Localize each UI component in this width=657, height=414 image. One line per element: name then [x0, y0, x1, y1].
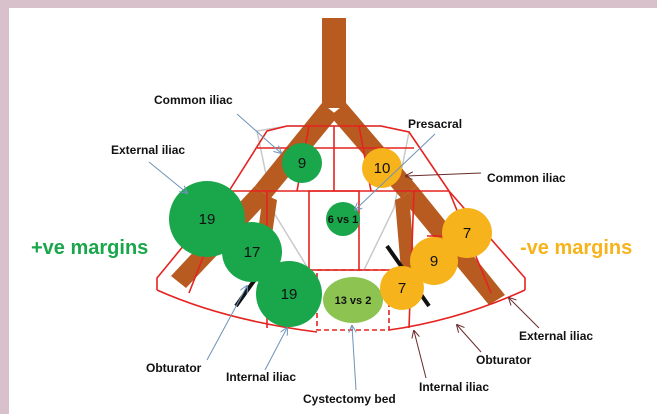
neg-external-iliac-value: 7 — [463, 225, 471, 242]
arrow-external-iliac-right — [509, 298, 539, 328]
pos-common-iliac-value: 9 — [298, 155, 306, 172]
arrow-obturator-left — [207, 286, 247, 360]
negative-margins-label: -ve margins — [520, 237, 632, 259]
pos-internal-iliac-value: 19 — [281, 286, 298, 303]
label-internal-iliac-left: Internal iliac — [226, 370, 296, 384]
positive-margins-label: +ve margins — [31, 237, 148, 259]
arrow-cystectomy-bed — [352, 326, 356, 390]
arrow-external-iliac-left — [149, 162, 187, 193]
neg-obturator-value: 9 — [430, 253, 438, 270]
arrow-common-iliac-left — [237, 114, 281, 153]
presacral-value: 6 vs 1 — [328, 214, 359, 226]
diagram-canvas: 9 19 17 19 6 vs 1 13 vs 2 10 7 9 7 +ve m… — [9, 8, 657, 414]
label-obturator-right: Obturator — [476, 353, 532, 367]
arrow-internal-iliac-right — [414, 331, 426, 378]
cystectomy-bed-value: 13 vs 2 — [335, 295, 372, 307]
pos-obturator-value: 17 — [244, 244, 261, 261]
aorta-vessel — [322, 18, 346, 108]
label-presacral: Presacral — [408, 117, 462, 131]
label-common-iliac-left: Common iliac — [154, 93, 233, 107]
arrow-obturator-right — [457, 325, 481, 352]
label-obturator-left: Obturator — [146, 361, 202, 375]
label-common-iliac-right: Common iliac — [487, 171, 566, 185]
neg-common-iliac-value: 10 — [374, 160, 391, 177]
pos-external-iliac-value: 19 — [199, 211, 216, 228]
label-external-iliac-left: External iliac — [111, 143, 185, 157]
arrow-common-iliac-right — [406, 173, 481, 176]
lymph-node-template-diagram: 9 19 17 19 6 vs 1 13 vs 2 10 7 9 7 +ve m… — [9, 8, 657, 414]
label-internal-iliac-right: Internal iliac — [419, 380, 489, 394]
neg-internal-iliac-value: 7 — [398, 280, 406, 297]
arrow-internal-iliac-left — [265, 328, 287, 370]
label-cystectomy-bed: Cystectomy bed — [303, 392, 396, 406]
label-external-iliac-right: External iliac — [519, 329, 593, 343]
